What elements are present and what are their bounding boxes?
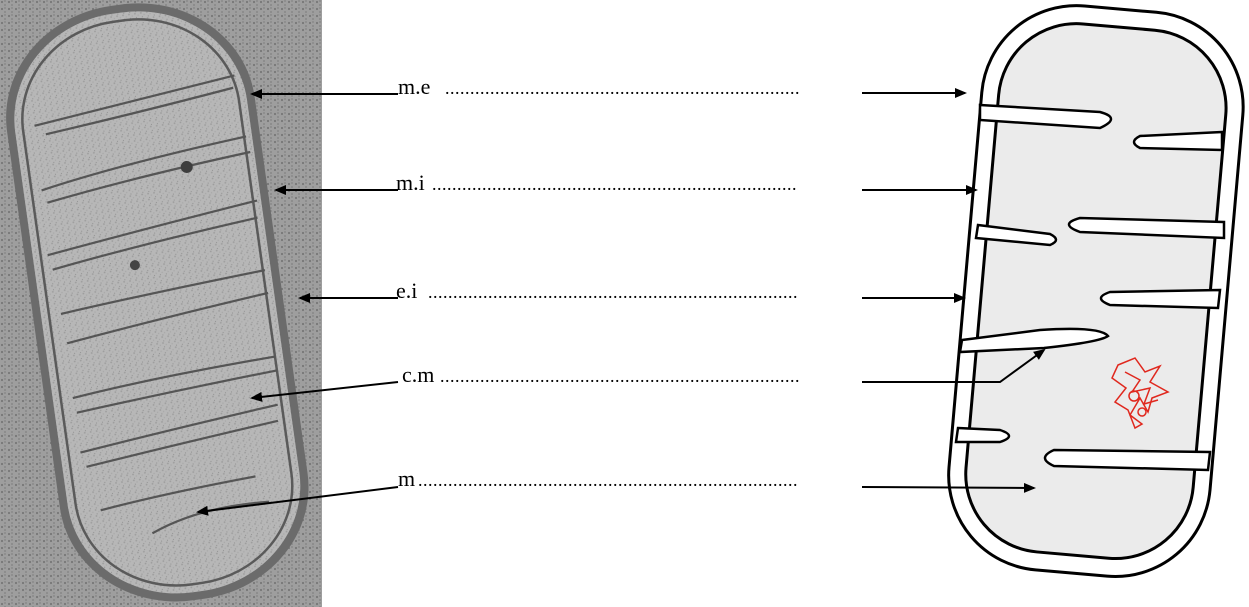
mitochondrion-drawing xyxy=(947,4,1245,579)
label-row-cm: c.m ....................................… xyxy=(250,348,1046,402)
dotted-line-m: ........................................… xyxy=(418,470,798,490)
label-cm: c.m xyxy=(402,362,434,387)
label-row-m: m ......................................… xyxy=(196,466,1036,516)
dotted-line-mi: ........................................… xyxy=(432,174,797,194)
arrow-right-m xyxy=(861,482,1036,493)
label-mi: m.i xyxy=(396,170,425,195)
label-m: m xyxy=(398,466,415,491)
arrow-right-cm xyxy=(862,348,1046,383)
dotted-line-me: ........................................… xyxy=(445,78,800,98)
dotted-line-cm: ........................................… xyxy=(440,366,800,386)
label-row-mi: m.i ....................................… xyxy=(274,170,978,195)
dna-icon xyxy=(1111,357,1170,430)
micrograph-image xyxy=(0,0,322,607)
label-ei: e.i xyxy=(396,278,417,303)
label-row-ei: e.i ....................................… xyxy=(298,278,966,303)
dotted-line-ei: ........................................… xyxy=(428,282,798,302)
label-row-me: m.e ....................................… xyxy=(250,74,967,99)
arrow-left-cm xyxy=(250,381,399,402)
label-me: m.e xyxy=(398,74,430,99)
arrow-left-m xyxy=(196,486,399,516)
